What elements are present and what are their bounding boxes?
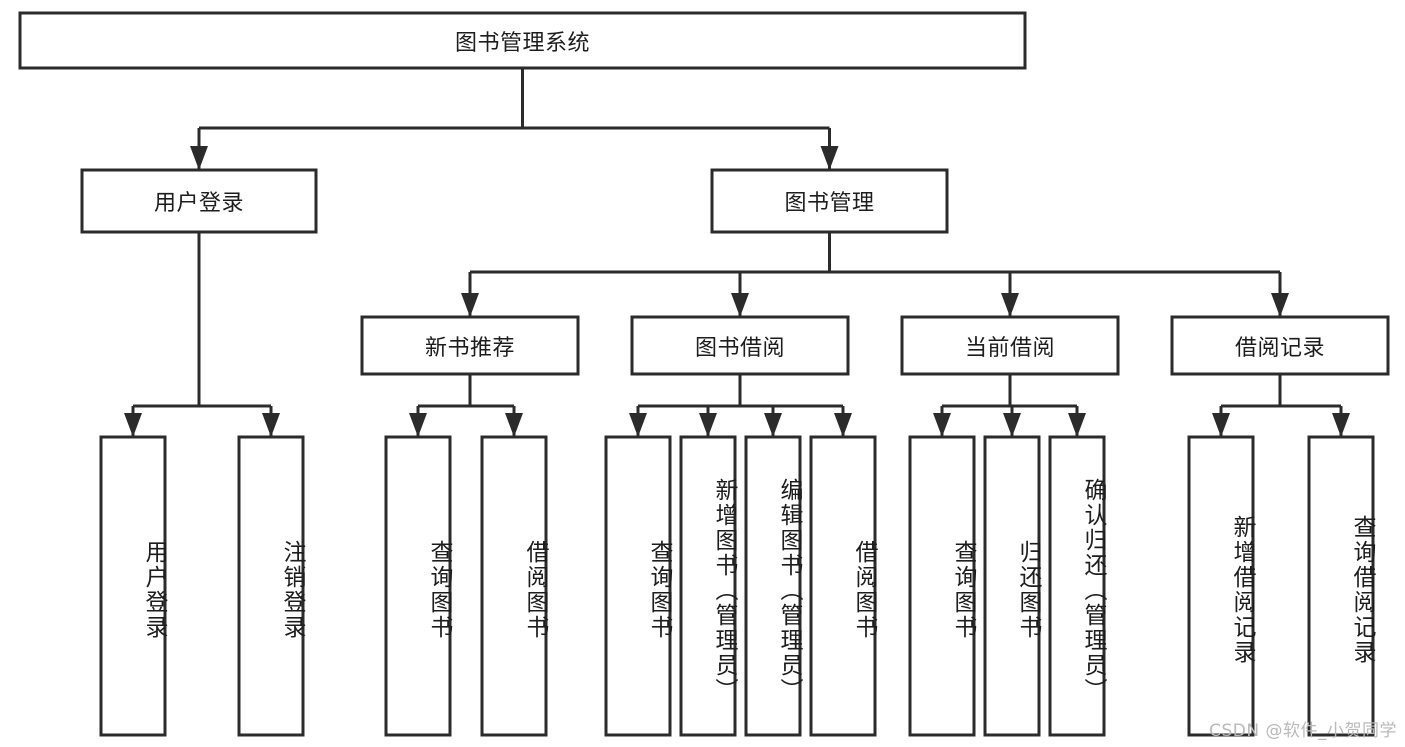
node-box-leaf-add-book[interactable]	[679, 435, 737, 737]
node-box-book-manage[interactable]	[710, 168, 949, 234]
node-box-leaf-user-login[interactable]	[99, 435, 167, 737]
node-box-leaf-borrow-book-2[interactable]	[809, 435, 877, 737]
node-box-leaf-query-book-2[interactable]	[604, 435, 672, 737]
arrow-head-icon-current-borrow	[1001, 293, 1019, 317]
arrow-head-icon-borrow-record	[1271, 293, 1289, 317]
arrow-head-icon-leaf-logout	[262, 413, 280, 437]
node-box-leaf-logout[interactable]	[237, 435, 305, 737]
node-box-leaf-query-record[interactable]	[1307, 435, 1375, 737]
node-box-leaf-return-book[interactable]	[983, 435, 1041, 737]
watermark-text: CSDN @软件_小贺同学	[1209, 721, 1397, 741]
arrow-head-icon-new-book-recommend	[461, 293, 479, 317]
arrow-head-icon-book-borrow	[731, 293, 749, 317]
arrow-head-icon-leaf-query-book-1	[409, 413, 427, 437]
arrow-head-icon-leaf-confirm-return	[1068, 413, 1086, 437]
node-box-leaf-edit-book[interactable]	[744, 435, 802, 737]
node-box-leaf-query-book-1[interactable]	[384, 435, 452, 737]
node-box-leaf-borrow-book-1[interactable]	[480, 435, 548, 737]
arrow-head-icon-leaf-edit-book	[764, 413, 782, 437]
node-box-leaf-confirm-return[interactable]	[1048, 435, 1106, 737]
arrow-head-icon-leaf-user-login	[124, 413, 142, 437]
node-box-root[interactable]	[18, 11, 1027, 70]
arrow-head-icon-book-manage	[820, 146, 839, 170]
node-box-book-borrow[interactable]	[630, 315, 850, 376]
arrow-head-icon-leaf-query-book-2	[629, 413, 647, 437]
arrow-head-icon-leaf-return-book	[1003, 413, 1021, 437]
arrow-head-icon-user-login	[190, 146, 208, 170]
arrow-head-icon-leaf-borrow-book-1	[505, 413, 523, 437]
node-box-new-book-recommend[interactable]	[360, 315, 580, 376]
node-box-current-borrow[interactable]	[900, 315, 1120, 376]
arrow-head-icon-leaf-add-record	[1212, 413, 1230, 437]
node-box-leaf-query-book-3[interactable]	[908, 435, 976, 737]
arrow-head-icon-leaf-add-book	[699, 413, 717, 437]
node-box-leaf-add-record[interactable]	[1187, 435, 1255, 737]
node-box-borrow-record[interactable]	[1170, 315, 1390, 376]
arrow-head-icon-leaf-query-book-3	[933, 413, 951, 437]
arrow-head-icon-leaf-query-record	[1332, 413, 1350, 437]
arrow-head-icon-leaf-borrow-book-2	[834, 413, 852, 437]
connector-layer	[124, 68, 1350, 437]
node-box-user-login[interactable]	[80, 168, 318, 234]
box-layer	[18, 11, 1390, 737]
